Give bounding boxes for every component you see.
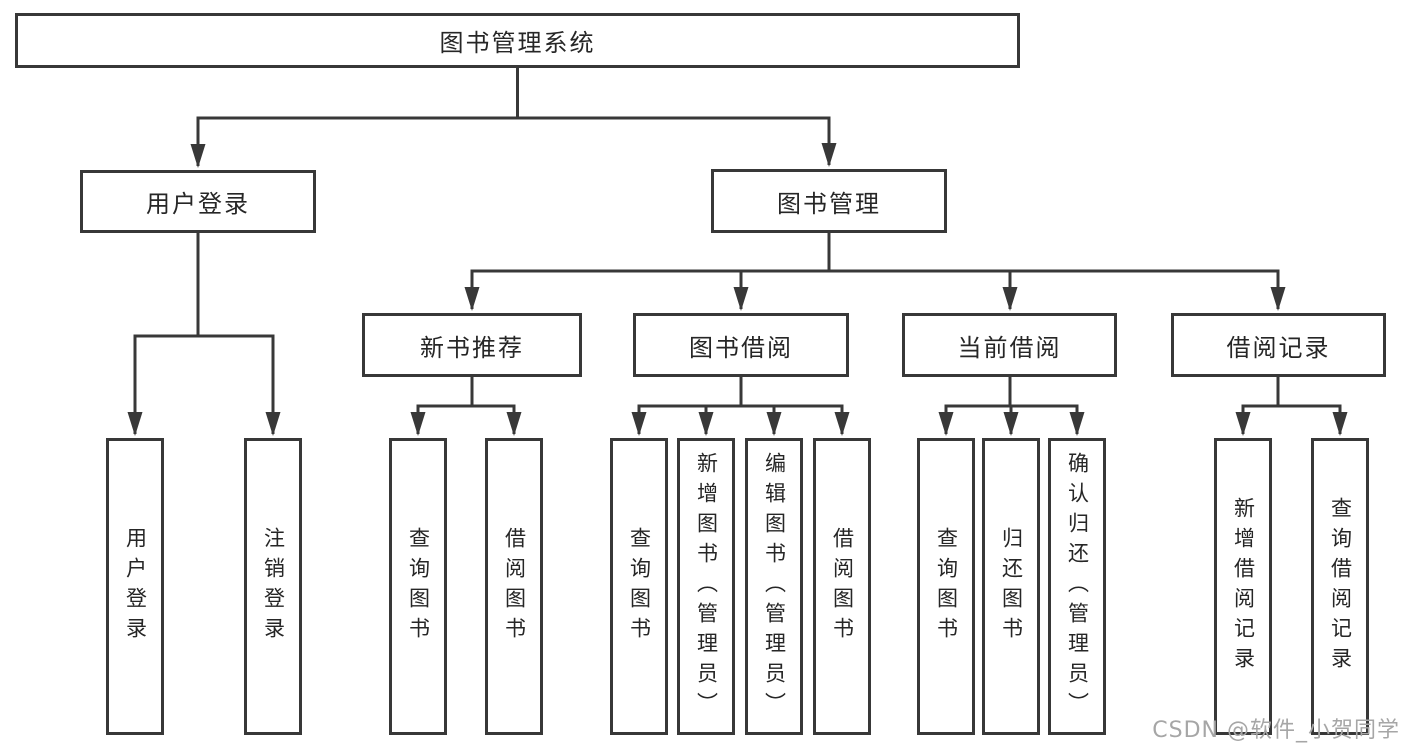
arrow-down-icon bbox=[410, 412, 426, 436]
arrow-down-icon bbox=[506, 412, 522, 436]
arrow-down-icon bbox=[1235, 412, 1251, 436]
leaf-query-books-borrow-label: 查询图书 bbox=[627, 526, 652, 647]
leaf-add-borrow-record: 新增借阅记录 bbox=[1214, 438, 1272, 735]
leaf-borrow-books-recommend-label: 借阅图书 bbox=[502, 526, 527, 647]
leaf-add-books-admin: 新增图书（管理员） bbox=[677, 438, 735, 735]
connector-book-borrow-arrowheads bbox=[631, 412, 850, 436]
arrow-down-icon bbox=[127, 412, 143, 436]
node-book-management-label: 图书管理 bbox=[777, 189, 881, 218]
arrow-down-icon bbox=[698, 412, 714, 436]
arrow-down-icon bbox=[1069, 412, 1085, 436]
leaf-confirm-return-admin-label: 确认归还（管理员） bbox=[1065, 451, 1090, 722]
node-borrow-records: 借阅记录 bbox=[1171, 313, 1386, 377]
node-borrow-records-label: 借阅记录 bbox=[1226, 333, 1331, 362]
node-book-management: 图书管理 bbox=[711, 169, 947, 233]
arrow-down-icon bbox=[821, 143, 837, 167]
leaf-return-books: 归还图书 bbox=[982, 438, 1040, 735]
leaf-query-books-recommend-label: 查询图书 bbox=[406, 526, 431, 647]
node-user-login: 用户登录 bbox=[80, 170, 316, 233]
leaf-return-books-label: 归还图书 bbox=[999, 526, 1024, 647]
leaf-user-login: 用户登录 bbox=[106, 438, 164, 735]
node-root: 图书管理系统 bbox=[15, 13, 1020, 68]
connector-book-borrow bbox=[637, 377, 844, 434]
arrow-down-icon bbox=[938, 412, 954, 436]
arrow-down-icon bbox=[766, 412, 782, 436]
leaf-query-books-current: 查询图书 bbox=[917, 438, 975, 735]
arrow-down-icon bbox=[733, 287, 749, 311]
connector-root bbox=[196, 68, 831, 166]
leaf-query-books-current-label: 查询图书 bbox=[934, 526, 959, 647]
arrow-down-icon bbox=[1332, 412, 1348, 436]
leaf-edit-books-admin-label: 编辑图书（管理员） bbox=[762, 451, 787, 722]
arrow-down-icon bbox=[1003, 412, 1019, 436]
connector-borrow-records-arrowheads bbox=[1235, 412, 1348, 436]
node-book-borrow-label: 图书借阅 bbox=[689, 333, 793, 362]
arrow-down-icon bbox=[834, 412, 850, 436]
leaf-confirm-return-admin: 确认归还（管理员） bbox=[1048, 438, 1106, 735]
node-current-borrow-label: 当前借阅 bbox=[957, 333, 1062, 362]
leaf-add-books-admin-label: 新增图书（管理员） bbox=[694, 451, 719, 722]
node-user-login-label: 用户登录 bbox=[146, 190, 250, 218]
arrow-down-icon bbox=[265, 412, 281, 436]
leaf-logout-label: 注销登录 bbox=[261, 526, 286, 647]
arrow-down-icon bbox=[1002, 287, 1018, 311]
leaf-add-borrow-record-label: 新增借阅记录 bbox=[1231, 496, 1256, 677]
node-root-label: 图书管理系统 bbox=[439, 29, 596, 57]
arrow-down-icon bbox=[190, 144, 206, 168]
node-book-borrow: 图书借阅 bbox=[633, 313, 849, 377]
leaf-query-borrow-record: 查询借阅记录 bbox=[1311, 438, 1369, 735]
leaf-borrow-books-recommend: 借阅图书 bbox=[485, 438, 543, 735]
connector-user-login bbox=[133, 233, 275, 434]
leaf-borrow-books: 借阅图书 bbox=[813, 438, 871, 735]
connector-borrow-records bbox=[1241, 377, 1342, 434]
connector-user-login-arrowheads bbox=[127, 412, 281, 436]
leaf-query-books-borrow: 查询图书 bbox=[610, 438, 668, 735]
leaf-user-login-label: 用户登录 bbox=[123, 526, 148, 647]
watermark: CSDN @软件_小贺同学 bbox=[1152, 718, 1400, 743]
arrow-down-icon bbox=[631, 412, 647, 436]
leaf-query-borrow-record-label: 查询借阅记录 bbox=[1328, 496, 1353, 677]
leaf-edit-books-admin: 编辑图书（管理员） bbox=[745, 438, 803, 735]
node-new-book-recommend: 新书推荐 bbox=[362, 313, 582, 377]
leaf-logout: 注销登录 bbox=[244, 438, 302, 735]
connector-new-book-recommend-arrowheads bbox=[410, 412, 522, 436]
node-new-book-recommend-label: 新书推荐 bbox=[420, 333, 524, 362]
leaf-query-books-recommend: 查询图书 bbox=[389, 438, 447, 735]
connector-book-management-arrowheads bbox=[464, 287, 1286, 311]
connector-root-arrowheads bbox=[190, 143, 837, 168]
arrow-down-icon bbox=[464, 287, 480, 311]
connector-book-management bbox=[470, 233, 1280, 309]
leaf-borrow-books-label: 借阅图书 bbox=[830, 526, 855, 647]
connector-current-borrow-arrowheads bbox=[938, 412, 1085, 436]
connector-new-book-recommend bbox=[416, 377, 516, 434]
node-current-borrow: 当前借阅 bbox=[902, 313, 1117, 377]
arrow-down-icon bbox=[1270, 287, 1286, 311]
connector-current-borrow bbox=[944, 377, 1079, 434]
